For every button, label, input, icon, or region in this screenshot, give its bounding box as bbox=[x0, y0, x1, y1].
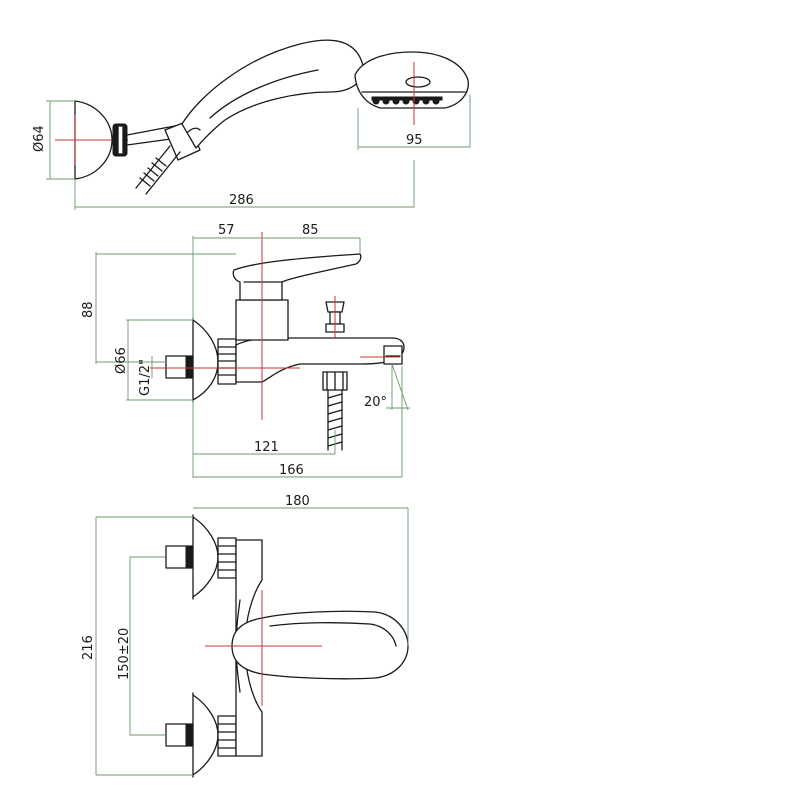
dim-85: 85 bbox=[302, 223, 319, 238]
side-hose bbox=[327, 389, 343, 451]
top-lever bbox=[231, 610, 409, 680]
top-escutcheon-lower bbox=[192, 694, 219, 776]
mixer-body bbox=[235, 337, 405, 383]
dim-216: 216 bbox=[81, 635, 96, 660]
dim-286: 286 bbox=[229, 193, 254, 208]
dim-d64: Ø64 bbox=[32, 125, 47, 152]
side-spout-outlet bbox=[383, 345, 403, 365]
dim-95: 95 bbox=[406, 133, 423, 148]
dim-150: 150±20 bbox=[117, 628, 132, 680]
dim-180: 180 bbox=[285, 494, 310, 509]
dim-121: 121 bbox=[254, 440, 279, 455]
dim-88: 88 bbox=[81, 301, 96, 318]
dim-d66: Ø66 bbox=[114, 347, 129, 374]
dim-20deg: 20° bbox=[364, 395, 387, 410]
top-nut-upper bbox=[217, 537, 237, 579]
dim-166: 166 bbox=[279, 463, 304, 478]
dim-57: 57 bbox=[218, 223, 235, 238]
mixer-top-view bbox=[95, 507, 409, 778]
shower-head bbox=[354, 51, 469, 109]
top-nut-lower bbox=[217, 715, 237, 757]
side-lever bbox=[232, 253, 362, 301]
shower-hose bbox=[135, 145, 181, 195]
top-escutcheon-upper bbox=[192, 516, 219, 598]
side-escutcheon bbox=[192, 319, 219, 401]
shower-handle bbox=[181, 39, 364, 149]
mixer-side-view bbox=[95, 232, 410, 478]
dim-thread: G1/2" bbox=[138, 359, 153, 396]
hand-shower-view bbox=[46, 39, 471, 210]
